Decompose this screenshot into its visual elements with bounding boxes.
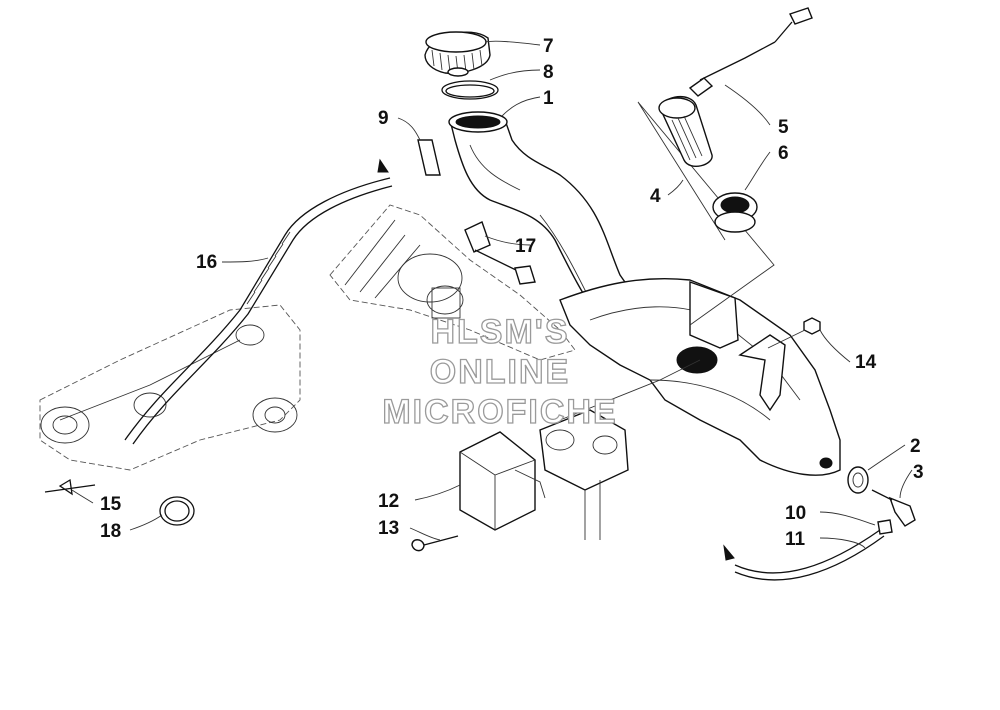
callout-5: 5 — [778, 117, 789, 138]
callout-6: 6 — [778, 143, 789, 164]
watermark: HLSM'S ONLINE MICROFICHE — [382, 312, 617, 431]
engine-block-outline — [329, 204, 576, 361]
callout-7: 7 — [543, 36, 554, 57]
callout-14: 14 — [855, 352, 877, 373]
callout-10: 10 — [785, 503, 806, 524]
part-11-fuel-line — [723, 529, 885, 581]
part-15-fitting — [44, 478, 96, 496]
watermark-line-1: HLSM'S — [430, 313, 569, 351]
fuel-pump-assembly — [539, 359, 701, 540]
callout-12: 12 — [378, 491, 399, 512]
part-8-gasket — [441, 80, 499, 100]
part-10-clamp — [877, 519, 893, 535]
part-13-screw — [411, 535, 459, 552]
part-16-vent-hose — [124, 158, 393, 445]
callout-18: 18 — [100, 521, 121, 542]
callout-15: 15 — [100, 494, 122, 515]
callout-1: 1 — [543, 88, 554, 109]
watermark-line-3: MICROFICHE — [382, 393, 617, 431]
fuel-tank — [559, 278, 841, 476]
part-2-grommet — [847, 466, 869, 494]
callout-9: 9 — [378, 108, 389, 129]
part-9-hose-section — [417, 139, 441, 176]
watermark-line-2: ONLINE — [430, 353, 570, 391]
part-5-wiring-harness — [688, 7, 813, 97]
part-17-clip-bolt — [464, 221, 536, 285]
chassis-plate-outline — [39, 304, 301, 471]
callout-8: 8 — [543, 62, 554, 83]
part-7-fuel-cap — [424, 31, 491, 77]
part-3-elbow-fitting — [871, 489, 916, 527]
tank-bracket — [738, 334, 786, 412]
callout-11: 11 — [785, 529, 806, 550]
callout-2: 2 — [910, 436, 921, 457]
callout-labels: 7 8 1 9 17 16 14 5 6 4 2 3 10 11 12 13 1… — [100, 36, 924, 550]
callout-16: 16 — [196, 252, 217, 273]
leader-lines — [71, 40, 913, 549]
callout-13: 13 — [378, 518, 399, 539]
part-18-clamp — [159, 496, 195, 526]
part-6-grommet — [712, 192, 758, 233]
part-12-control-module — [459, 431, 546, 531]
callout-17: 17 — [515, 236, 536, 257]
part-4-gauge-assembly — [637, 96, 775, 326]
part-1-filler-neck — [448, 111, 653, 319]
callout-3: 3 — [913, 462, 924, 483]
callout-4: 4 — [650, 186, 661, 207]
